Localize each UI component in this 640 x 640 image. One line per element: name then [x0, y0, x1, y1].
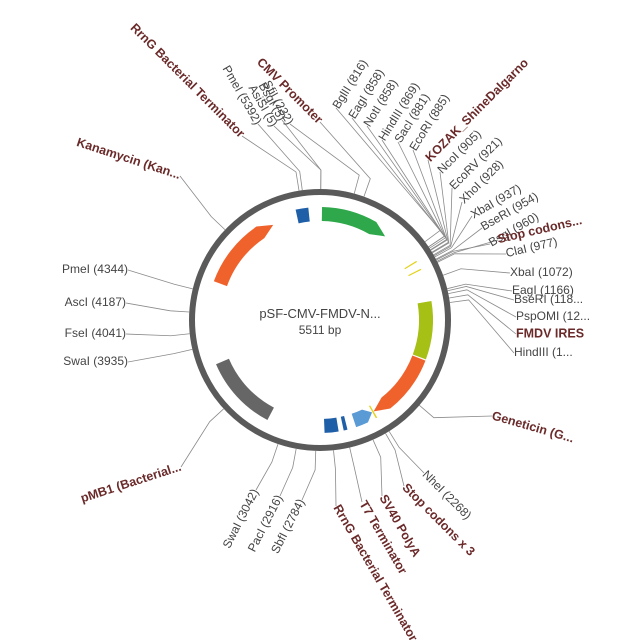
leader-l_stop3: [385, 433, 405, 487]
leader-l_sbfi: [301, 450, 317, 501]
leader-l_eagi2: [447, 283, 513, 292]
leader-l_fsei: [125, 333, 190, 337]
label-l_fmdv: FMDV IRES: [516, 326, 584, 340]
leader-l_cmv: [319, 121, 371, 197]
label-l_bseri2: BseRI (118...: [514, 292, 583, 306]
label-l_geneticin: Geneticin (G...: [490, 409, 575, 446]
feature-kan: [213, 224, 274, 287]
feature-sv40: [351, 409, 373, 428]
feature-pmb1: [216, 358, 274, 421]
feature-cmv: [321, 207, 386, 237]
feature-fmdv: [412, 301, 433, 360]
leader-l_pmei1: [127, 269, 193, 290]
leader-l_pspomi: [448, 289, 517, 318]
leader-l_xhoi: [433, 201, 463, 257]
label-l_xbai2: XbaI (1072): [510, 265, 573, 279]
leader-l_fmdv: [449, 294, 517, 335]
leader-l_bseri1: [435, 227, 483, 260]
leader-l_bsgi: [436, 243, 491, 261]
leader-l_nhei: [388, 431, 425, 474]
leader-l_pmei2: [257, 123, 303, 191]
feature-t7: [340, 416, 348, 431]
leader-l_bseri2: [447, 286, 515, 301]
leader-l_paci: [279, 448, 297, 497]
label-l_eagi2: EagI (1166): [512, 283, 574, 297]
leader-l_geneticin: [419, 405, 493, 419]
label-l_kan: Kanamycin (Kan...: [75, 135, 182, 182]
feature-arcs: [213, 207, 433, 433]
leader-l_rrng2: [333, 450, 337, 507]
leader-l_swai2: [127, 348, 193, 363]
leader-l_bsgi2: [281, 119, 322, 190]
feature-geneticin: [373, 355, 426, 412]
leader-l_hindiii2: [449, 299, 515, 354]
leader-l_swai1: [255, 443, 279, 491]
feature-rrng2: [324, 417, 339, 433]
label-l_pmb1: pMB1 (Bacterial...: [79, 460, 183, 506]
leader-l_stop1: [436, 239, 499, 262]
label-l_pmei1: PmeI (4344): [62, 262, 128, 276]
label-l_swai2: SwaI (3935): [63, 354, 128, 368]
plasmid-size: 5511 bp: [299, 323, 342, 337]
leader-lines: [125, 107, 517, 507]
leader-l_asci: [125, 302, 190, 313]
leader-l_rrng1: [241, 135, 300, 191]
plasmid-backbone: [189, 189, 451, 451]
label-l_asci: AscI (4187): [65, 295, 126, 309]
leader-l_t7: [349, 447, 363, 503]
feature-stop1: [408, 268, 422, 277]
leader-l_ncoi: [432, 171, 450, 254]
leader-l_xbai1: [434, 215, 473, 258]
plasmid-name: pSF-CMV-FMDV-N...: [259, 306, 380, 321]
leader-l_ecorv: [433, 187, 453, 256]
leader-l_clai: [437, 253, 507, 263]
leader-l_xbai2: [442, 268, 511, 276]
feature-stop3: [368, 405, 378, 419]
feature-kozak: [404, 260, 417, 270]
leader-l_pmb1: [180, 408, 224, 468]
leader-l_saci: [397, 141, 448, 251]
label-l_fsei: FseI (4041): [65, 326, 126, 340]
label-l_pspomi: PspOMI (12...: [516, 309, 590, 323]
leader-l_kan: [179, 175, 226, 231]
label-l_hindiii2: HindIII (1...: [514, 345, 573, 359]
leader-l_sv40: [372, 439, 383, 497]
leader-l_ecori: [412, 149, 448, 251]
leader-l_sfi: [289, 123, 360, 194]
feature-rrng1: [295, 207, 310, 224]
